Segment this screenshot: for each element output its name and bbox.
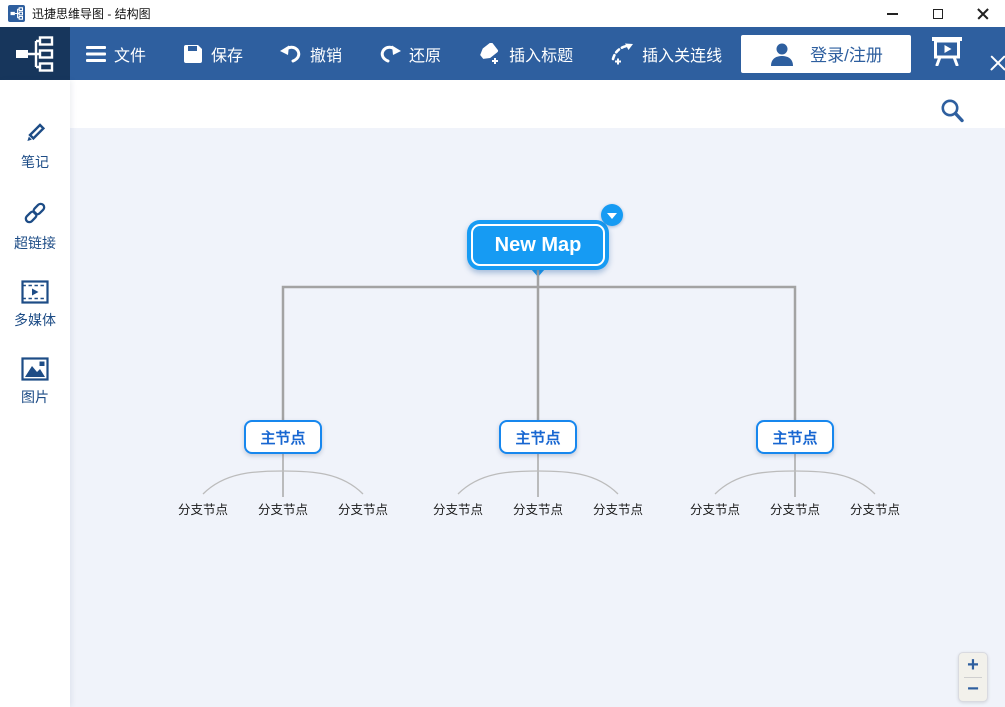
redo-label: 还原 [409,47,442,65]
login-register-label: 登录/注册 [810,46,883,65]
undo-button[interactable]: 撤销 [280,42,342,66]
redo-icon [380,45,402,62]
redo-button[interactable]: 还原 [379,42,441,66]
undo-label: 撤销 [310,47,343,65]
app-logo-block [0,27,70,80]
user-icon [771,43,794,66]
window-title: 迅捷思维导图 - 结构图 [32,7,151,21]
login-register-button[interactable]: 登录/注册 [741,34,911,73]
app-logo-icon [8,5,25,22]
zoom-in-button[interactable]: + [967,653,979,676]
toolbar-right [931,36,989,71]
insert-title-label: 插入标题 [509,47,574,65]
close-window-button[interactable] [960,0,1005,27]
insert-relation-line-label: 插入关连线 [642,47,723,65]
sidebar-item-image[interactable]: 图片 [21,357,49,407]
window-controls [870,0,1005,27]
titlebar: 迅捷思维导图 - 结构图 [0,0,1005,27]
root-node[interactable]: New Map [467,220,609,270]
sidebar-item-image-label: 图片 [21,389,49,405]
minimize-icon [887,12,898,15]
sidebar-item-multimedia-label: 多媒体 [14,312,56,328]
search-icon [941,99,964,123]
insert-title-button[interactable]: 插入标题 [478,42,573,66]
chevron-down-icon [607,213,617,219]
zoom-control: + − [958,652,988,702]
main-node-2[interactable]: 主节点 [499,420,577,454]
mindmap-logo-icon [16,35,54,72]
branch-node-3-3[interactable]: 分支节点 [849,503,901,517]
minimize-button[interactable] [870,0,915,27]
sidebar-item-note-label: 笔记 [21,154,49,170]
undo-icon [280,45,301,62]
map-canvas[interactable]: New Map 主节点 主节点 主节点 分支节点 分支节点 分支节点 分支节点 … [70,80,1005,707]
sidebar-item-multimedia[interactable]: 多媒体 [14,280,56,330]
toolbar-menu: 文件 保存 撤销 还原 [86,42,722,66]
file-menu-button[interactable]: 文件 [86,42,146,66]
sidebar: 笔记 超链接 多媒体 图片 [0,80,70,707]
branch-node-1-1[interactable]: 分支节点 [177,503,229,517]
image-icon [21,357,49,381]
zoom-divider [964,676,982,678]
maximize-icon [932,8,943,19]
sidebar-item-note[interactable]: 笔记 [21,120,49,172]
insert-title-icon [480,42,499,64]
map-connectors [202,269,876,497]
root-node-label: New Map [471,224,605,266]
insert-relation-line-icon [611,43,634,64]
branch-node-2-1[interactable]: 分支节点 [432,503,484,517]
maximize-button[interactable] [915,0,960,27]
multimedia-icon [21,280,49,304]
canvas-top-strip [70,80,1005,128]
search-button[interactable] [939,98,965,130]
file-menu-label: 文件 [114,47,147,65]
save-icon [184,44,203,63]
branch-node-3-1[interactable]: 分支节点 [689,503,741,517]
branch-node-2-3[interactable]: 分支节点 [592,503,644,517]
close-icon [977,8,989,20]
main-node-3[interactable]: 主节点 [756,420,834,454]
hyperlink-icon [24,202,46,224]
presentation-icon [932,37,962,67]
presentation-button[interactable] [931,36,963,71]
branch-node-3-2[interactable]: 分支节点 [769,503,821,517]
sidebar-item-hyperlink[interactable]: 超链接 [14,199,56,253]
note-pencil-icon [27,123,46,141]
branch-node-2-2[interactable]: 分支节点 [512,503,564,517]
branch-node-1-2[interactable]: 分支节点 [257,503,309,517]
insert-relation-line-button[interactable]: 插入关连线 [610,42,722,66]
branch-node-1-3[interactable]: 分支节点 [337,503,389,517]
root-node-collapse-badge[interactable] [601,204,623,226]
main-node-1[interactable]: 主节点 [244,420,322,454]
zoom-out-button[interactable]: − [967,678,979,701]
save-button[interactable]: 保存 [183,42,243,66]
save-label: 保存 [211,47,244,65]
sidebar-item-hyperlink-label: 超链接 [14,235,56,251]
menu-icon [86,45,106,62]
toolbar: 文件 保存 撤销 还原 [0,27,1005,80]
